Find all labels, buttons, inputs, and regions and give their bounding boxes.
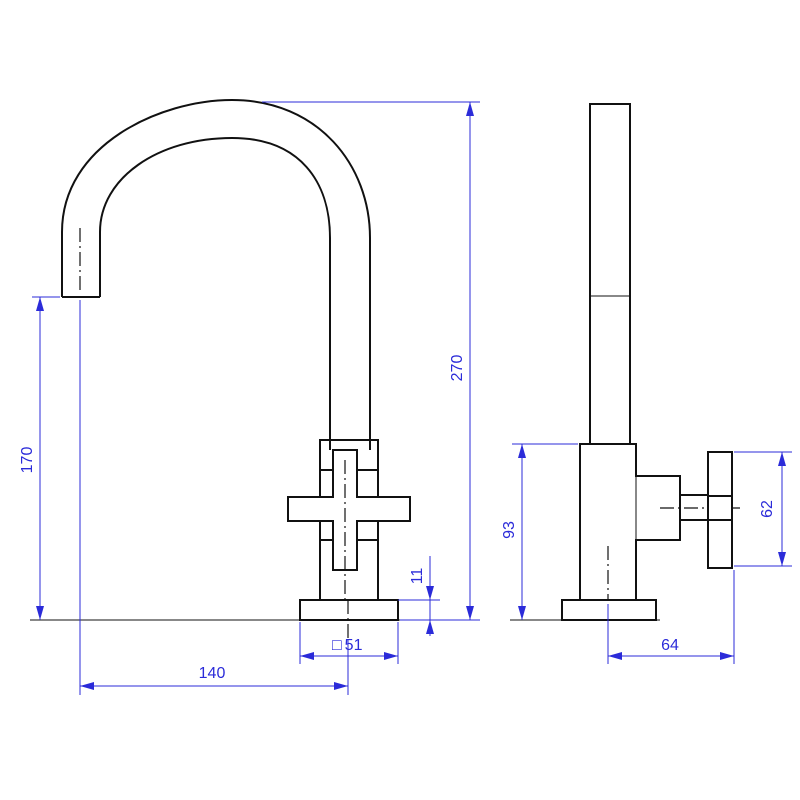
base-square-arrow-right: [384, 652, 398, 660]
base-square-label: □51: [332, 637, 363, 654]
base-plate: [299, 599, 399, 621]
outlet-height-arrow-top: [36, 297, 44, 311]
handle-height-arrow-bottom: [778, 552, 786, 566]
reach-label: 140: [199, 665, 226, 682]
front-view: [30, 98, 420, 640]
side-view: [510, 103, 740, 621]
handle-reach-arrow-right: [720, 652, 734, 660]
side-valve-body: [579, 443, 681, 601]
outlet-height-arrow-bottom: [36, 606, 44, 620]
overall-height-arrow-bottom: [466, 606, 474, 620]
cross-handle: [287, 449, 411, 571]
body-height-arrow-top: [518, 444, 526, 458]
thickness-label: 11: [409, 568, 426, 585]
body-height-arrow-bottom: [518, 606, 526, 620]
overall-height-label: 270: [449, 355, 466, 382]
side-spout-column: [589, 103, 631, 445]
outlet-height-label: 170: [19, 447, 36, 474]
thickness-arrow-top: [426, 586, 434, 600]
handle-reach-label: 64: [661, 637, 679, 654]
base-square-arrow-left: [300, 652, 314, 660]
reach-arrow-right: [334, 682, 348, 690]
handle-height-arrow-top: [778, 452, 786, 466]
overall-height-arrow-top: [466, 102, 474, 116]
reach-arrow-left: [80, 682, 94, 690]
side-base-plate: [561, 599, 657, 621]
side-cross-handle: [707, 451, 733, 569]
side-dimensions: 93 62 64: [501, 443, 792, 664]
handle-reach-arrow-left: [608, 652, 622, 660]
square-symbol: □: [332, 637, 342, 654]
handle-height-label: 62: [759, 500, 776, 518]
spout-outer-contour: [61, 98, 371, 440]
front-dimensions: 270 170 140 □51 11: [19, 101, 480, 695]
spout-inner-contour: [99, 136, 331, 440]
base-square-value: 51: [345, 637, 363, 654]
body-height-label: 93: [501, 521, 518, 539]
